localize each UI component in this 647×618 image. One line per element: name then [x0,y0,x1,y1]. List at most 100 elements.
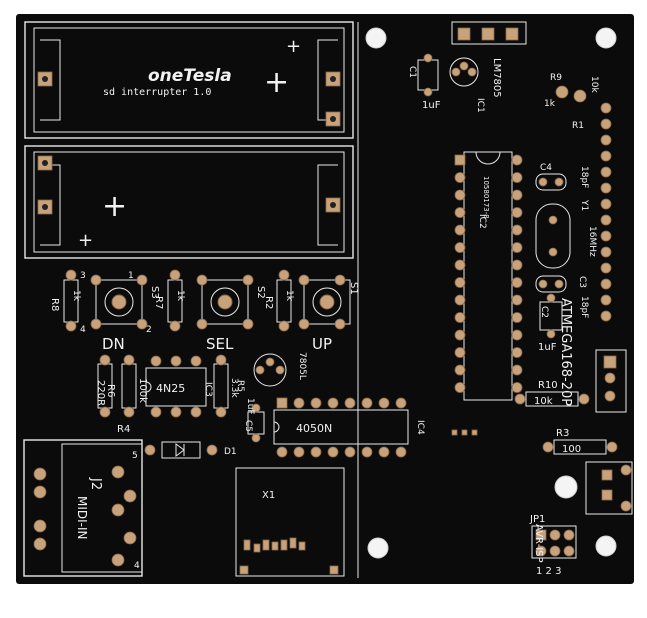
board-subtitle: sd interrupter 1.0 [103,87,211,98]
pin-pad [395,397,407,409]
r1-label: R1 [572,121,584,131]
pin-label: 1 [128,271,134,281]
y1-value: 16MHz [587,226,597,257]
resistor-r9-r1: R9 1k R1 10k [544,73,599,131]
pin-pad [454,347,466,358]
pin-pad [511,189,523,201]
pin-pad [600,150,612,162]
pin-pad [454,224,466,236]
j2-name: MIDI-IN [75,496,89,540]
pin-pad [454,294,466,306]
lm7805-label: LM7805 [491,58,502,98]
pin-pad [600,278,612,290]
pin-label: 2 [146,325,152,335]
c2-value: 1uF [538,342,557,353]
pin-pad [378,446,390,458]
button-s3-dn[interactable]: S3 DN 3 1 4 2 [80,271,160,353]
pin-pad [395,446,407,458]
y1-label: Y1 [579,199,589,211]
battery-holder-2: + + [24,145,354,259]
resistor-r5: 3.3k R5 [213,354,245,418]
r3-value: 100 [562,444,581,455]
pin-pad [454,154,466,166]
pin-pad [276,446,288,458]
capacitor-c2: C2 1uF [538,293,563,353]
battery-plus-large: + [264,65,289,100]
pin-pad [511,382,523,393]
battery-plus-large: + [102,189,127,224]
avr-isp-label: AVR-ISP [533,524,544,563]
pin-pad [511,224,523,236]
pin-pad [378,397,390,409]
pin-pad [511,154,523,166]
pin-pad [327,446,339,458]
pin-pad [600,310,612,322]
j2-label: J2 [88,477,103,490]
ic1-lm7805: LM7805 IC1 [449,21,527,113]
r6-value: 220R [95,380,106,406]
capacitor-c1: C1 1uF [407,53,441,111]
regulator-7805l: 7805L [253,352,307,387]
c3-label: C3 [577,276,587,288]
up-label: UP [312,335,332,353]
c4-value: 18pF [579,166,589,188]
ic4-pins [276,397,407,458]
jp1-pins: 1 2 3 [536,566,561,577]
mounting-hole [595,535,617,557]
jp1-avr-isp[interactable]: JP1 AVR-ISP 1 2 3 [529,514,577,577]
pin-pad [344,446,356,458]
button-s2-sel[interactable]: S2 SEL [196,274,266,353]
c5-value: 1uF [245,398,255,415]
s3-label: S3 [149,286,160,299]
c2-label: C2 [539,306,549,318]
r9-label: R9 [550,73,562,83]
board-title: oneTesla [148,66,232,86]
r8-label: R8 [49,298,60,311]
pin-pad [511,172,523,183]
r6-label: R6 [105,384,116,397]
c3-value: 18pF [579,296,589,318]
d1-label: D1 [224,447,237,457]
ic3-label: IC3 [203,382,213,397]
s2-label: S2 [255,286,266,299]
jp1-label: JP1 [529,514,545,525]
c5-label: C5 [243,420,253,432]
pin-pad [600,134,612,146]
capacitor-c5: 1uF C5 [243,398,265,443]
pin-pad [600,294,612,306]
pin-pad [276,397,288,409]
ic2-pins [454,154,523,393]
pin-pad [310,446,322,458]
pin-pad [454,259,466,271]
mounting-hole [367,537,389,559]
x1-sd-card: X1 [235,467,345,577]
ic4-4050n: 4050N IC4 [273,397,425,458]
pin-pad [293,446,305,458]
r3-label: R3 [556,428,569,439]
pin-pad [327,397,339,409]
mounting-hole [595,27,617,49]
button-s1-up[interactable]: S1 UP [298,274,359,353]
pin-pad [511,207,523,218]
sel-label: SEL [206,335,234,353]
pin-pad [511,294,523,306]
pin-pad [454,189,466,201]
r10-label: R10 [538,380,558,391]
pin-pad [511,347,523,358]
c4-label: C4 [540,163,552,173]
battery-plus-small: + [286,36,301,57]
pin-pad [361,446,373,458]
pin-pad [310,397,322,409]
c1-value: 1uF [422,100,441,111]
r9-value: 1k [544,99,556,109]
r1-value: 10k [589,76,599,93]
ic1-label: IC1 [475,98,485,113]
x1-label: X1 [262,490,275,501]
capacitor-c3: C3 18pF [535,275,589,318]
r7-label: R7 [153,296,164,309]
battery-plus-small: + [78,230,93,251]
lm7805-small-label: 7805L [297,352,307,380]
pin-pad [600,230,612,242]
mounting-hole [365,27,387,49]
pin-pad [511,242,523,253]
